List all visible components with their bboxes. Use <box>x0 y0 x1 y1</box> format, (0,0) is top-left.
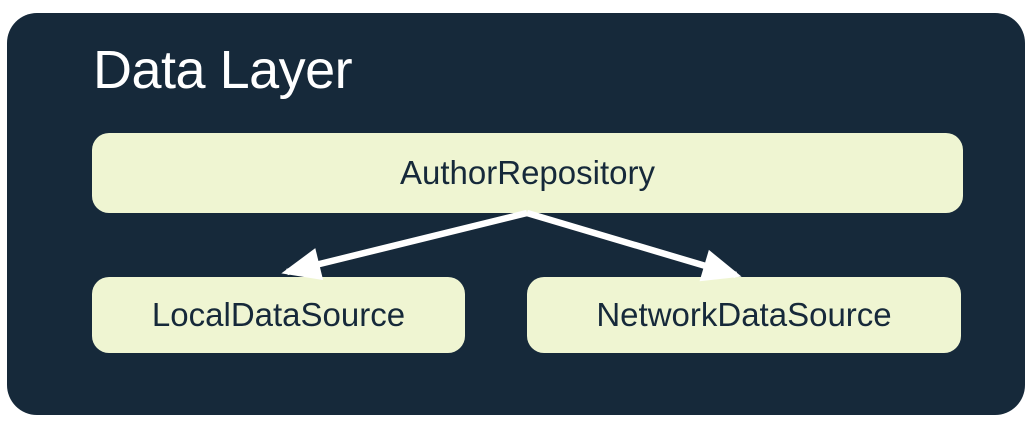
node-network-data-source-label: NetworkDataSource <box>596 296 892 333</box>
diagram-title: Data Layer <box>93 40 353 100</box>
node-network-data-source: NetworkDataSource <box>527 277 961 353</box>
node-author-repository-label: AuthorRepository <box>400 154 655 191</box>
node-local-data-source-label: LocalDataSource <box>151 296 406 333</box>
node-author-repository: AuthorRepository <box>92 133 963 213</box>
node-local-data-source: LocalDataSource <box>92 277 465 353</box>
